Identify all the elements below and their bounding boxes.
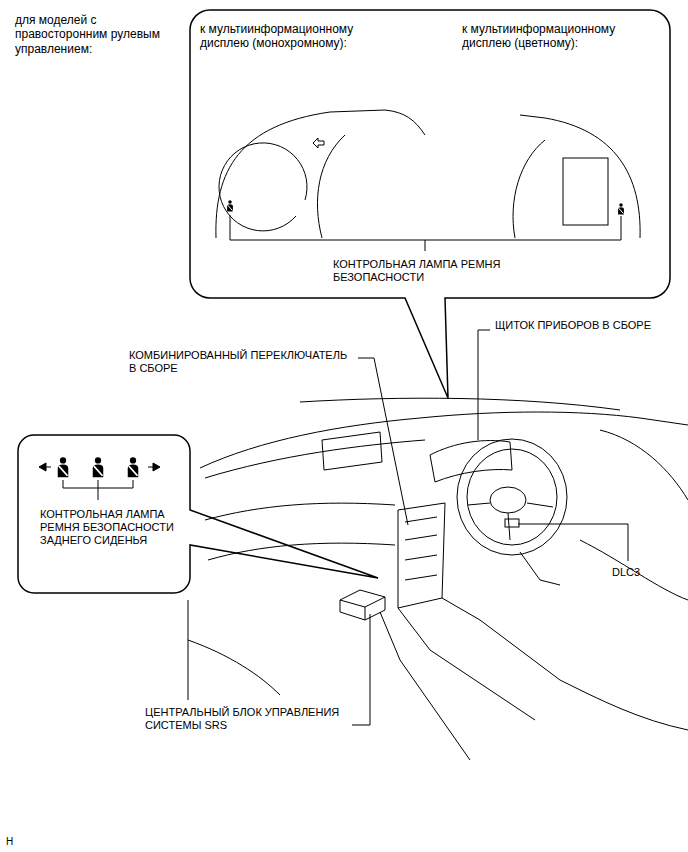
- callout-text: КОНТРОЛЬНАЯ ЛАМПА РЕМНЯ БЕЗОПАСНОСТИ: [333, 258, 513, 284]
- direction-arrow: [153, 463, 160, 471]
- dashboard-drawing: [505, 519, 519, 527]
- direction-arrow: [46, 467, 51, 468]
- dashboard-drawing: [200, 412, 688, 468]
- callout-bubble: к мультиинформационному дисплею (монохро…: [190, 10, 670, 298]
- bubble-outline: [190, 10, 670, 398]
- instrument-cluster-detail: [520, 115, 640, 238]
- part-label: ЦЕНТРАЛЬНЫЙ БЛОК УПРАВЛЕНИЯ СИСТЕМЫ SRS: [145, 706, 360, 732]
- dashboard-drawing: [467, 449, 557, 545]
- dashboard-drawing: [398, 608, 535, 720]
- part-label: КОМБИНИРОВАННЫЙ ПЕРЕКЛЮЧАТЕЛЬ В СБОРЕ: [129, 349, 354, 375]
- dashboard-drawing: [340, 590, 385, 620]
- bubble-outline: [190, 10, 670, 298]
- dashboard-drawing: [490, 487, 526, 513]
- bubble-outline: [18, 435, 378, 593]
- leader-line: [352, 614, 370, 725]
- instrument-cluster-detail: [313, 138, 324, 148]
- dashboard-drawing: [600, 430, 688, 500]
- dashboard-drawing: [188, 600, 189, 700]
- instrument-cluster-detail: [317, 135, 345, 238]
- dashboard-drawing: [560, 680, 688, 730]
- dashboard-drawing: [405, 517, 437, 580]
- dashboard-drawing: [188, 640, 280, 695]
- bracket-line: [98, 480, 99, 488]
- bracket-line: [63, 480, 133, 488]
- dashboard-drawing: [205, 503, 395, 520]
- dashboard-drawing: [398, 503, 445, 608]
- bracket-line: [230, 215, 621, 240]
- callout-text: КОНТРОЛЬНАЯ ЛАМПА РЕМНЯ БЕЗОПАСНОСТИ ЗАД…: [40, 508, 184, 548]
- seat-belt-icon: [618, 203, 624, 214]
- instrument-cluster-detail: [216, 110, 640, 238]
- bracket-line: [425, 240, 426, 251]
- dashboard-drawing: [340, 597, 385, 620]
- figure-code: H: [6, 836, 26, 848]
- bracket-line: [98, 488, 99, 500]
- callout-text: к мультиинформационному дисплею (цветном…: [462, 22, 637, 51]
- dashboard-drawing: [457, 439, 567, 555]
- dashboard-drawing: [580, 540, 688, 600]
- part-label: DLC3: [612, 566, 672, 579]
- dashboard-drawing: [380, 612, 470, 760]
- callout-bubble: КОНТРОЛЬНАЯ ЛАМПА РЕМНЯ БЕЗОПАСНОСТИ ЗАД…: [18, 435, 190, 593]
- dashboard-drawing: [322, 432, 382, 470]
- leader-line: [352, 330, 628, 725]
- direction-arrow: [39, 463, 160, 471]
- seat-belt-icon: [58, 457, 69, 477]
- instrument-cluster-detail: [513, 140, 545, 238]
- dashboard-drawing: [468, 503, 553, 540]
- part-label: ЩИТОК ПРИБОРОВ В СБОРЕ: [495, 319, 683, 332]
- dashboard-drawing: [300, 398, 620, 410]
- seat-belt-icon: [227, 200, 233, 211]
- leader-line: [478, 330, 490, 440]
- instrument-cluster-detail: [219, 143, 307, 231]
- leader-line: [358, 358, 408, 525]
- seat-belt-icon: [58, 200, 624, 477]
- instrument-cluster-detail: [563, 158, 608, 225]
- instrument-cluster-detail: [216, 110, 425, 238]
- seat-belt-icon: [93, 457, 104, 477]
- seat-belt-icon: [128, 457, 139, 477]
- leader-line: [518, 524, 628, 561]
- direction-arrow: [148, 467, 153, 468]
- dashboard-drawing: [520, 552, 560, 585]
- dashboard-drawing: [208, 543, 395, 560]
- dashboard-drawing: [442, 598, 560, 680]
- dashboard-drawing: [188, 398, 688, 760]
- direction-arrow: [39, 463, 46, 471]
- callout-text: к мультиинформационному дисплею (монохро…: [200, 22, 375, 51]
- part-label: для моделей с правосторонним рулевым упр…: [15, 13, 185, 56]
